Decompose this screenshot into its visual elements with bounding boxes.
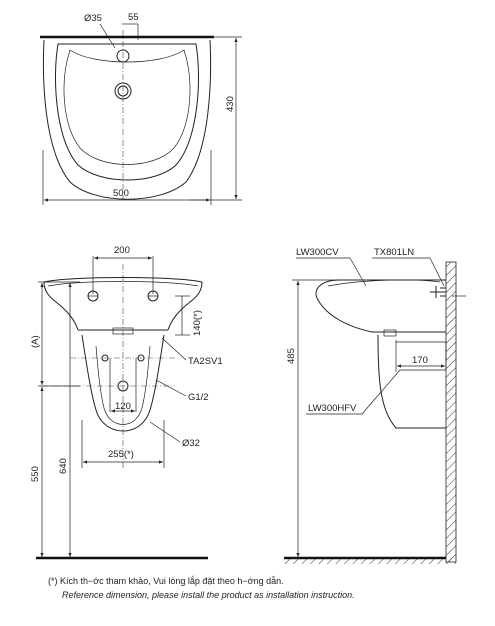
wall-mount-bracket — [430, 286, 446, 298]
basin-left-side — [43, 281, 79, 331]
front-view: 200 120 255(*) 140(*) TA2SV1 — [30, 245, 223, 560]
label-d32: Ø32 — [182, 438, 200, 449]
dim-170: 170 — [412, 355, 428, 366]
top-basin-rim — [55, 43, 199, 181]
dim-485: 485 — [286, 348, 297, 364]
side-view: 485 170 LW300CV TX801LN LW300HFV — [284, 247, 466, 564]
dim-bolt-spacing: 200 — [114, 245, 130, 256]
side-basin-outline — [315, 279, 446, 333]
top-basin-bowl — [63, 49, 191, 165]
dim-640: 640 — [58, 458, 69, 474]
label-g1-2: G1/2 — [188, 392, 209, 403]
wall-hatch — [445, 261, 457, 563]
dim-140: 140(*) — [192, 310, 203, 336]
top-basin-outline — [42, 39, 212, 200]
label-lw300hfv: LW300HFV — [308, 403, 357, 414]
note-english: Reference dimension, please install the … — [62, 590, 355, 600]
top-view: Ø35 55 430 500 — [40, 12, 242, 205]
dim-255: 255(*) — [108, 449, 134, 460]
dim-tap-offset: 55 — [128, 12, 139, 23]
label-lw300cv: LW300CV — [296, 247, 339, 258]
side-trap — [396, 341, 447, 371]
note-vietnamese: (*) Kích th−ớc tham khảo, Vui lòng lắp đ… — [48, 576, 284, 586]
label-tx801ln: TX801LN — [374, 247, 414, 258]
dim-120: 120 — [115, 401, 131, 412]
dim-depth: 430 — [225, 96, 236, 112]
dim-550: 550 — [30, 466, 41, 482]
dim-hole-diameter: Ø35 — [84, 13, 102, 24]
floor-hatch — [284, 558, 456, 564]
hole-leader — [99, 23, 116, 49]
side-pedestal-outline — [377, 334, 446, 429]
dim-width: 500 — [113, 188, 129, 199]
dim-a: (A) — [30, 335, 41, 348]
label-ta2sv1: TA2SV1 — [188, 356, 223, 367]
